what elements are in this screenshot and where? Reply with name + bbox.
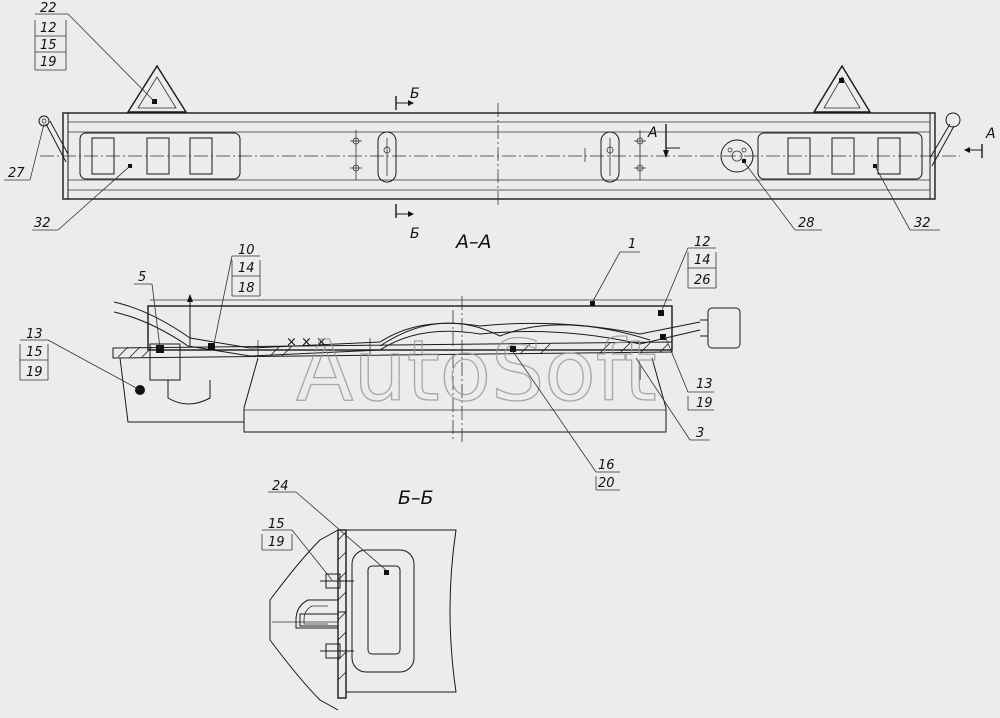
callout-19-bb: 19: [268, 535, 285, 550]
callout-24: 24: [272, 479, 289, 494]
section-aa-title: А–А: [454, 231, 492, 253]
callout-12: 12: [40, 21, 57, 36]
callout-14-aa: 14: [694, 253, 711, 268]
mounting-slot-left: [350, 130, 397, 183]
callout-32-left: 32: [34, 216, 51, 231]
left-reflector-triangle: [126, 64, 188, 113]
mounting-slot-right: [584, 130, 646, 183]
right-reflector-triangle: [812, 64, 872, 113]
callout-19-aa2: 19: [696, 396, 713, 411]
section-mark-b-top: Б: [395, 86, 420, 110]
callout-32-right: 32: [914, 216, 931, 231]
svg-text:А: А: [647, 125, 658, 141]
callout-12-aa: 12: [694, 235, 711, 250]
section-bb-title: Б–Б: [398, 487, 434, 509]
callout-5: 5: [138, 270, 146, 285]
section-bb-callouts: 24 15 19: [261, 479, 387, 581]
svg-text:× × ×: × × ×: [286, 335, 327, 350]
callout-3: 3: [696, 426, 704, 441]
callout-19-aa: 19: [26, 365, 43, 380]
top-view-callouts: 22 12 15 19 27 32 28 32: [4, 1, 940, 231]
section-mark-b-bottom: Б: [395, 204, 420, 242]
bumper-top-view: Б Б А А: [38, 64, 996, 242]
callout-27: 27: [8, 166, 25, 181]
left-end-bracket: [38, 115, 69, 163]
section-aa-callouts: 5 10 14 18 1 12 14 26 13 15 19: [19, 235, 717, 491]
section-bb-view: [269, 529, 457, 711]
callout-1: 1: [628, 237, 636, 252]
callout-26: 26: [694, 273, 711, 288]
watermark: AutoSoft: [296, 322, 657, 420]
callout-28: 28: [798, 216, 815, 231]
callout-10: 10: [238, 243, 255, 258]
section-mark-a-left: А: [647, 124, 680, 158]
section-mark-a-right: А: [964, 126, 996, 158]
svg-text:Б: Б: [410, 226, 420, 242]
callout-20: 20: [598, 476, 615, 491]
callout-15: 15: [40, 38, 57, 53]
callout-22: 22: [40, 1, 57, 16]
callout-16: 16: [598, 458, 615, 473]
callout-13: 13: [26, 327, 43, 342]
callout-13-aa: 13: [696, 377, 713, 392]
svg-text:Б: Б: [410, 86, 420, 102]
callout-14: 14: [238, 261, 255, 276]
section-aa-view: × × ×: [112, 294, 741, 442]
trailer-socket: [720, 139, 754, 173]
right-end-bracket: [929, 112, 961, 167]
callout-15-aa: 15: [26, 345, 43, 360]
callout-18: 18: [238, 281, 255, 296]
callout-19: 19: [40, 55, 57, 70]
right-rear-lamp: [757, 132, 923, 180]
svg-text:А: А: [985, 126, 996, 142]
callout-15-bb: 15: [268, 517, 285, 532]
